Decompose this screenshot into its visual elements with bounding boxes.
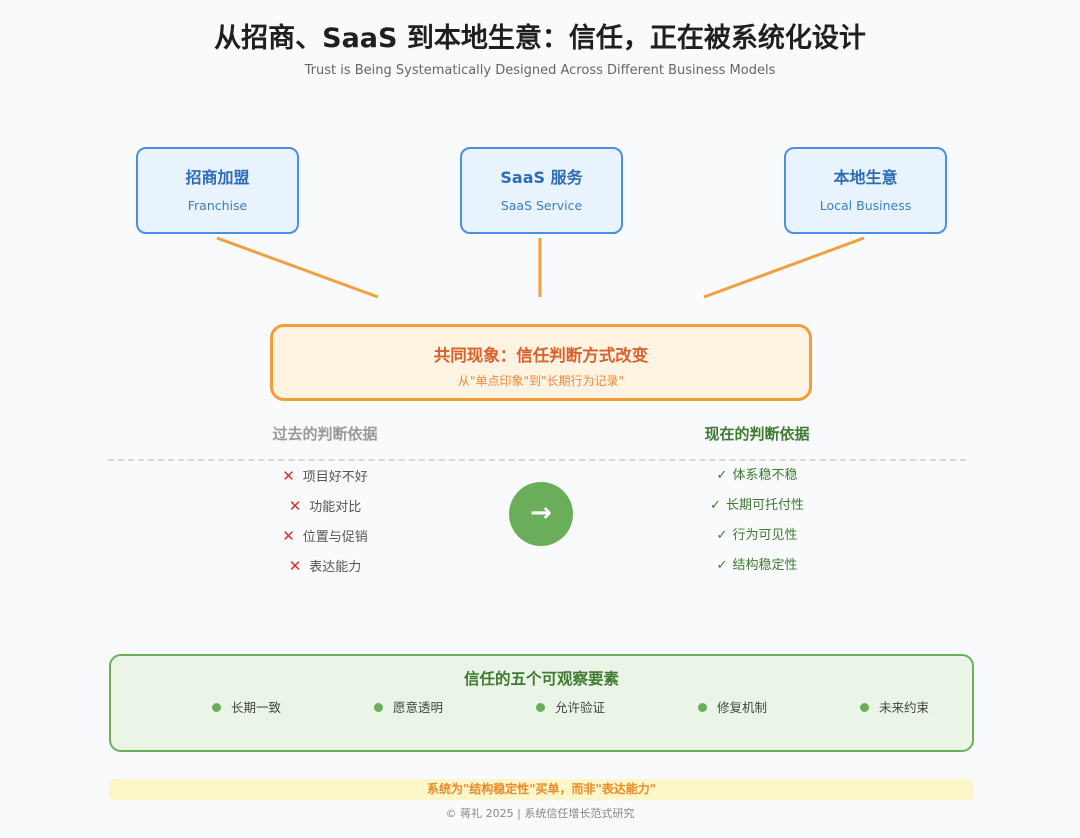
- common-subtitle: 从"单点印象"到"长期行为记录": [457, 374, 625, 388]
- bullet-icon: [698, 703, 707, 712]
- page-subtitle: Trust is Being Systematically Designed A…: [304, 63, 776, 78]
- past-item: ✕表达能力: [288, 557, 362, 575]
- check-icon: ✓: [710, 498, 721, 513]
- trust-element: 未来约束: [860, 699, 929, 717]
- source-title: 本地生意: [833, 168, 898, 187]
- past-heading: 过去的判断依据: [272, 425, 378, 443]
- present-item: ✓结构稳定性: [716, 558, 798, 573]
- bullet-icon: [374, 703, 383, 712]
- cross-icon: ✕: [288, 557, 302, 575]
- bullet-icon: [212, 703, 221, 712]
- common-title: 共同现象：信任判断方式改变: [433, 346, 649, 365]
- trust-element: 长期一致: [212, 699, 281, 717]
- present-item: ✓行为可见性: [716, 528, 798, 543]
- arrow-right-icon: →: [509, 482, 573, 546]
- bullet-icon: [536, 703, 545, 712]
- trust-element: 愿意透明: [374, 699, 443, 717]
- source-box-franchise: 招商加盟 Franchise: [136, 147, 299, 234]
- trust-element: 修复机制: [698, 699, 767, 717]
- source-subtitle: Franchise: [187, 198, 248, 213]
- connector-line: [703, 236, 865, 299]
- trust-elements-title: 信任的五个可观察要素: [463, 670, 619, 688]
- source-title: SaaS 服务: [500, 168, 583, 187]
- check-icon: ✓: [716, 468, 728, 483]
- source-box-saas: SaaS 服务 SaaS Service: [460, 147, 623, 234]
- page-title: 从招商、SaaS 到本地生意：信任，正在被系统化设计: [214, 23, 866, 54]
- past-item: ✕位置与促销: [282, 527, 368, 545]
- source-box-local: 本地生意 Local Business: [784, 147, 947, 234]
- past-item: ✕功能对比: [288, 497, 362, 515]
- bullet-icon: [860, 703, 869, 712]
- connector-lines: [216, 236, 865, 299]
- cross-icon: ✕: [288, 497, 302, 515]
- check-icon: ✓: [716, 528, 728, 543]
- trust-element: 允许验证: [536, 699, 605, 717]
- conclusion-note: 系统为"结构稳定性"买单，而非"表达能力": [109, 779, 974, 800]
- common-phenomenon-box: 共同现象：信任判断方式改变 从"单点印象"到"长期行为记录": [270, 324, 812, 401]
- cross-icon: ✕: [282, 467, 295, 485]
- source-subtitle: SaaS Service: [500, 198, 583, 213]
- source-title: 招商加盟: [185, 168, 250, 187]
- divider: [108, 459, 966, 461]
- cross-icon: ✕: [282, 527, 295, 545]
- check-icon: ✓: [716, 558, 728, 573]
- past-item: ✕项目好不好: [282, 467, 368, 485]
- present-item: ✓体系稳不稳: [716, 468, 798, 483]
- present-heading: 现在的判断依据: [704, 425, 810, 443]
- footer: © 蒋礼 2025 | 系统信任增长范式研究: [445, 807, 635, 820]
- present-item: ✓长期可托付性: [710, 498, 804, 513]
- connector-line: [216, 236, 379, 299]
- source-subtitle: Local Business: [819, 198, 912, 213]
